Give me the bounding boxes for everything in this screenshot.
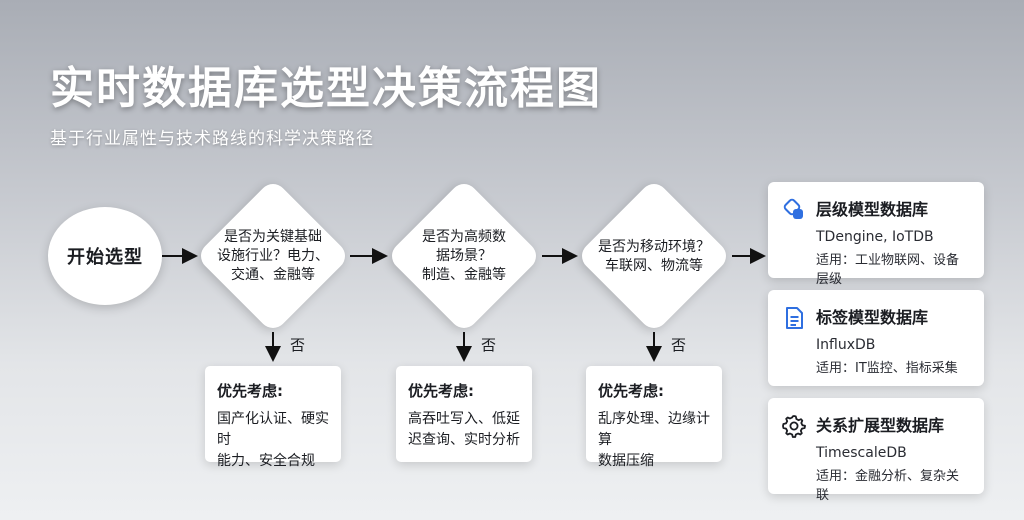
db-type-card-relational: 关系扩展型数据库 TimescaleDB 适用：金融分析、复杂关联 [768,398,984,503]
db-type-usage: 适用：金融分析、复杂关联 [816,469,960,503]
priority-title: 优先考虑: [217,382,283,400]
db-type-name: 层级模型数据库 [816,200,929,219]
hierarchy-model-icon [783,198,803,219]
start-node: 开始选型 [48,207,162,305]
decision-2-no-label: 否 [481,336,497,354]
decision-2-text: 是否为高频数 据场景？ 制造、金融等 [422,229,506,283]
priority-line: 迟查询、实时分析 [408,432,520,448]
db-type-products: TimescaleDB [816,445,907,461]
priority-title: 优先考虑: [598,382,664,400]
page-title: 实时数据库选型决策流程图 [50,63,602,114]
priority-line: 国产化认证、硬实时 [217,411,329,448]
priority-box-2: 优先考虑: 高吞吐写入、低延 迟查询、实时分析 [396,366,532,462]
decision-1-no-label: 否 [290,336,306,354]
priority-line: 能力、安全合规 [217,453,315,469]
db-type-usage: 适用：IT监控、指标采集 [816,361,958,376]
decision-1-text: 是否为关键基础 设施行业？电力、 交通、金融等 [217,229,329,283]
decision-3-text: 是否为移动环境？ 车联网、物流等 [598,239,710,274]
priority-title: 优先考虑: [408,382,474,400]
gear-icon [782,415,806,438]
page-subtitle: 基于行业属性与技术路线的科学决策路径 [50,129,374,149]
db-type-card-hierarchy: 层级模型数据库 TDengine, IoTDB 适用：工业物联网、设备层级 [768,182,984,287]
decision-3-no-label: 否 [671,336,687,354]
start-label: 开始选型 [67,247,143,268]
priority-line: 高吞吐写入、低延 [408,411,520,427]
priority-box-1: 优先考虑: 国产化认证、硬实时 能力、安全合规 [205,366,341,469]
db-type-name: 关系扩展型数据库 [816,416,945,435]
document-tag-icon [786,307,803,329]
db-type-products: InfluxDB [816,337,876,353]
priority-line: 数据压缩 [598,453,654,469]
priority-line: 乱序处理、边缘计算 [598,411,710,448]
db-type-usage: 适用：工业物联网、设备层级 [816,253,960,287]
db-type-products: TDengine, IoTDB [816,229,934,245]
db-type-name: 标签模型数据库 [816,308,929,327]
priority-box-3: 优先考虑: 乱序处理、边缘计算 数据压缩 [586,366,722,469]
db-type-card-tag: 标签模型数据库 InfluxDB 适用：IT监控、指标采集 [768,290,984,386]
